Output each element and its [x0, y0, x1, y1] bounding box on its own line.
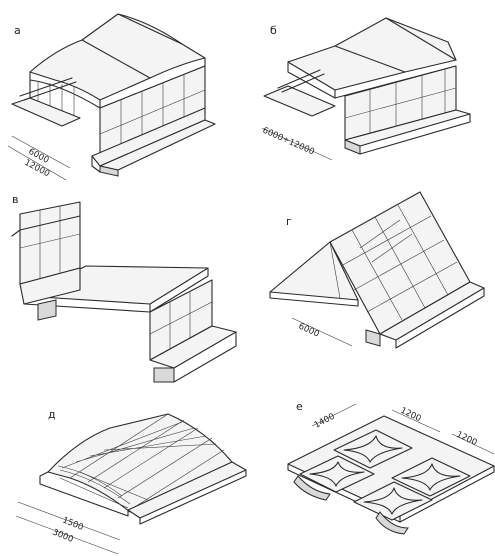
panel-g-letter: г	[286, 215, 292, 228]
panel-b-lantern-ridge-roof: б 6000÷12000	[261, 17, 471, 161]
panel-v-letter: в	[12, 193, 18, 206]
panel-d-dim-1: 1500	[61, 516, 85, 533]
panel-g-triangular-lantern: г 6000	[269, 191, 485, 349]
panel-e-dim-2: 1200	[399, 406, 423, 424]
panel-e-point-skylights: е 1400 1200 1200	[287, 400, 495, 535]
panel-e-letter: е	[296, 400, 303, 413]
dome-1	[333, 429, 413, 469]
panel-v-shed-lantern: в	[11, 193, 237, 383]
panel-a-lantern-curved-roof: а 6000 12000	[7, 13, 216, 181]
panel-d-dim-2: 3000	[51, 528, 75, 545]
panel-a-letter: а	[14, 24, 21, 37]
panel-b-letter: б	[270, 24, 277, 37]
dome-2	[391, 457, 471, 497]
panel-e-dim-1: 1400	[313, 412, 337, 431]
panel-g-dim: 6000	[297, 322, 321, 340]
panel-b-dim: 6000÷12000	[261, 126, 316, 158]
panel-e-dim-3: 1200	[455, 430, 479, 448]
dome-3	[299, 455, 375, 493]
panel-d-letter: д	[48, 408, 56, 421]
panel-d-curved-glazed-strip: д 1500 3000	[15, 408, 247, 555]
